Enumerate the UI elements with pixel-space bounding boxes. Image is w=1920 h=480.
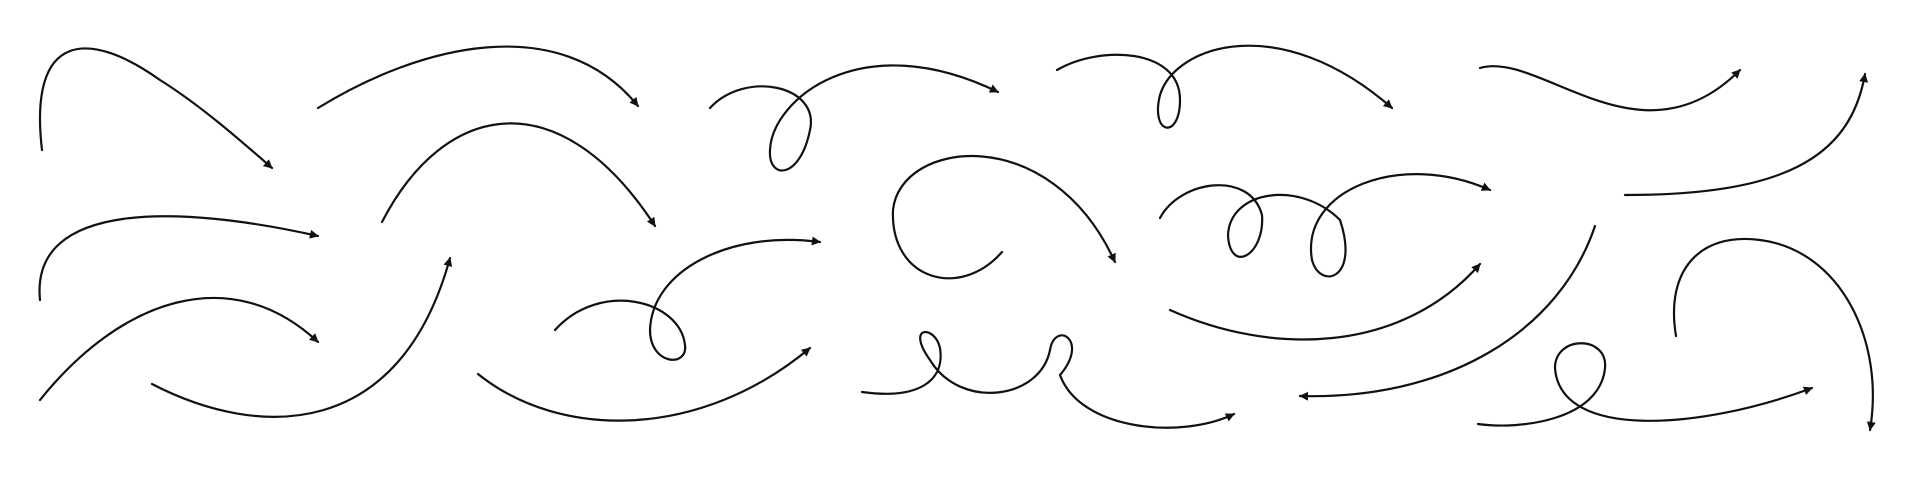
double-loop-arrow-icon-13	[1158, 173, 1492, 278]
curved-arrow-icon-2	[38, 215, 320, 302]
curved-arrow-icon-19	[1672, 237, 1876, 432]
curved-arrow-icon-17	[1298, 224, 1597, 401]
curved-arrow-icon-1	[39, 47, 274, 170]
looped-arrow-icon-7	[708, 64, 1000, 172]
double-loop-arrow-icon-11	[860, 331, 1236, 429]
curved-arrow-icon-16	[1623, 72, 1869, 197]
curved-arrow-icon-15	[1478, 65, 1742, 112]
looped-arrow-icon-12	[1055, 44, 1394, 129]
curved-arrow-icon-6	[380, 122, 657, 228]
looped-arrow-icon-8	[553, 236, 822, 361]
curved-arrow-icon-4	[150, 256, 453, 418]
curved-arrow-icon-14	[1168, 262, 1482, 341]
curved-arrow-icon-9	[476, 346, 812, 422]
looped-arrow-icon-18	[1476, 342, 1814, 427]
curved-arrow-icon-5	[316, 45, 640, 110]
curved-arrow-icon-10	[891, 154, 1117, 280]
curved-arrow-icon-3	[38, 296, 320, 402]
